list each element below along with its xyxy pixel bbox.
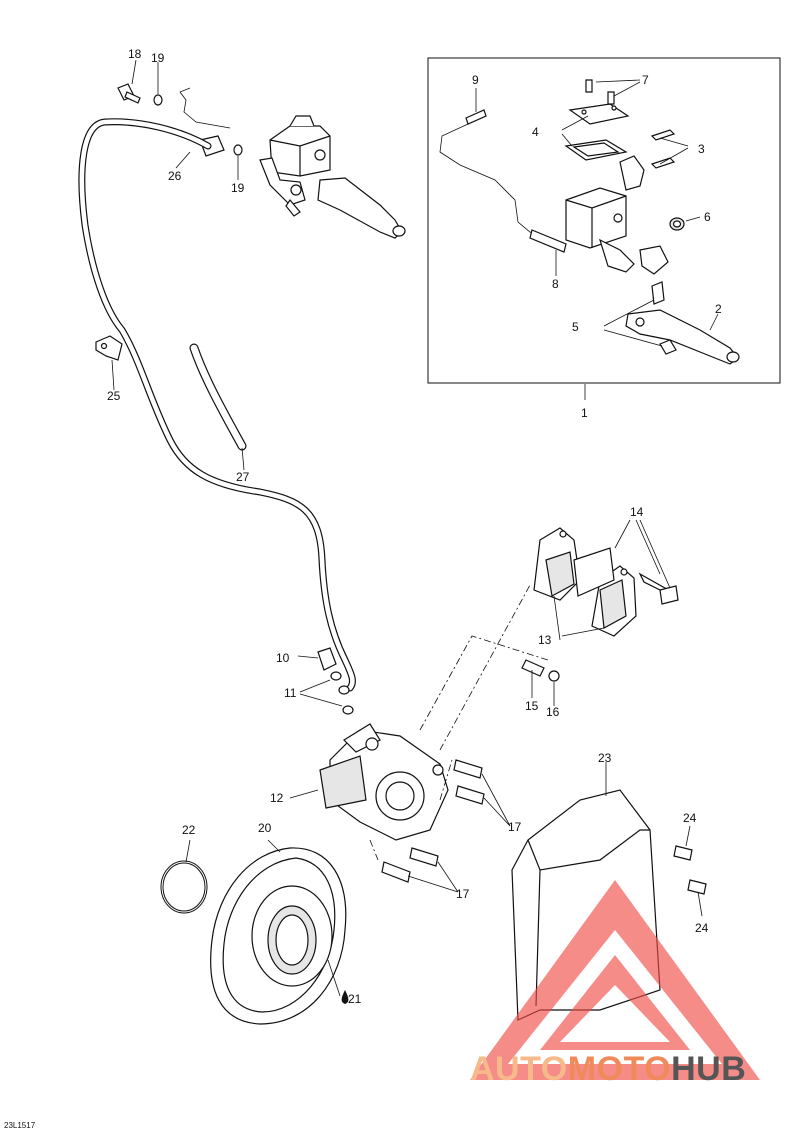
brake-pads-13: [533, 527, 679, 637]
bleeder-screw-15: [521, 659, 545, 677]
callout-numbers: 1 2 3 4 5 6 7 8 9 10 11 12 13 14 15 16 1…: [107, 47, 722, 1006]
o-ring-22-inner: [161, 861, 207, 913]
construction-line-2: [439, 759, 453, 801]
callout-18: 18: [128, 47, 142, 61]
callout-5: 5: [572, 320, 579, 334]
inset-frame: [427, 57, 781, 384]
callout-leaders: [111, 59, 719, 997]
callout-22: 22: [182, 823, 196, 837]
guard-bolt-24a: [673, 845, 693, 861]
callout-16: 16: [546, 705, 560, 719]
callout-4: 4: [532, 125, 539, 139]
callout-17a: 17: [508, 820, 522, 834]
clip-hole: [100, 342, 108, 350]
caliper-bolt-17a: [453, 759, 483, 779]
brake-disc-20: [210, 847, 347, 1025]
bleeder-cap-16: [548, 670, 560, 682]
callout-15: 15: [525, 699, 539, 713]
watermark-inner-triangle-icon: [540, 955, 690, 1050]
inset-master-cylinder-exploded: [439, 79, 740, 365]
callout-20: 20: [258, 821, 272, 835]
callout-21: 21: [348, 992, 362, 1006]
callout-8: 8: [552, 277, 559, 291]
watermark-moto: MOTO: [568, 1050, 671, 1088]
protective-sleeve-27: [189, 343, 247, 451]
construction-line-4: [439, 584, 531, 751]
callout-7: 7: [642, 73, 649, 87]
callout-2: 2: [715, 302, 722, 316]
washer-19-top: [153, 94, 163, 106]
caliper-bolt-17c: [409, 847, 439, 867]
master-cylinder-assembly: [179, 87, 406, 239]
callout-19a: 19: [151, 51, 165, 65]
brake-caliper-12: [319, 723, 449, 841]
callout-14: 14: [630, 505, 644, 519]
callout-17b: 17: [456, 887, 470, 901]
caliper-bolt-17d: [381, 861, 411, 883]
callout-6: 6: [704, 210, 711, 224]
washer-19-lower: [233, 144, 243, 156]
callout-10: 10: [276, 651, 290, 665]
guard-bolt-24b: [687, 879, 707, 895]
callout-3: 3: [698, 142, 705, 156]
washer-11-b: [338, 685, 350, 695]
washer-11-c: [342, 705, 354, 715]
watermark-hub: HUB: [671, 1050, 746, 1088]
diagram-code: 23L1517: [4, 1121, 36, 1130]
banjo-bolt-18: [117, 83, 141, 104]
callout-25: 25: [107, 389, 121, 403]
callout-9: 9: [472, 73, 479, 87]
watermark-auto: AUTO: [470, 1050, 568, 1088]
construction-line-3: [369, 839, 379, 861]
callout-27: 27: [236, 470, 250, 484]
threadlocker-drop-21: [341, 990, 349, 1004]
watermark-text: AUTOMOTOHUB: [470, 1050, 746, 1088]
callout-13: 13: [538, 633, 552, 647]
watermark-triangle-icon: [470, 880, 760, 1080]
callout-12: 12: [270, 791, 284, 805]
callout-24a: 24: [683, 811, 697, 825]
callout-19b: 19: [231, 181, 245, 195]
callout-26: 26: [168, 169, 182, 183]
callout-1: 1: [581, 406, 588, 420]
disc-guard-23: [511, 789, 661, 1021]
construction-line-1: [419, 635, 549, 731]
callout-24b: 24: [695, 921, 709, 935]
callout-11: 11: [284, 686, 297, 700]
washer-11-a: [330, 671, 342, 681]
caliper-bolt-17b: [455, 785, 485, 805]
hose-clip-25: [95, 335, 123, 361]
callout-23: 23: [598, 751, 612, 765]
automotohub-watermark: [470, 880, 760, 1080]
brake-hose-26: [78, 118, 356, 692]
banjo-bolt-10: [317, 647, 337, 671]
